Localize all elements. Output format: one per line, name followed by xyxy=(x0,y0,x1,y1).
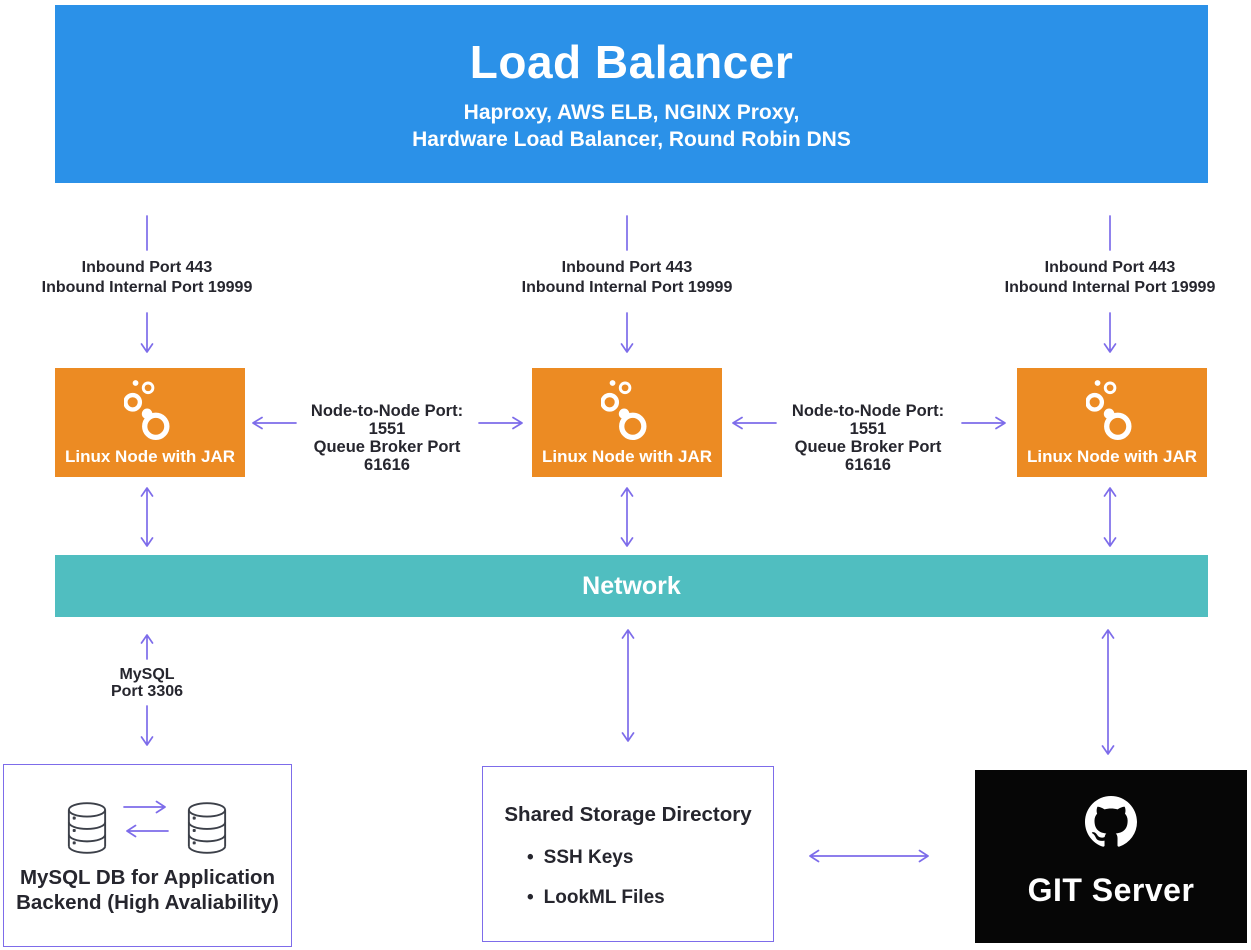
looker-icon xyxy=(601,380,647,441)
inbound-line2: Inbound Internal Port 19999 xyxy=(521,279,733,296)
linux-node-box-3: Linux Node with JAR xyxy=(1017,368,1207,477)
mysql-db-line1: MySQL DB for Application xyxy=(19,866,276,889)
inbound-line1: Inbound Port 443 xyxy=(81,259,213,276)
shared-storage-title: Shared Storage Directory xyxy=(504,803,752,826)
node-link-label-1: Node-to-Node Port: 1551 Queue Broker Por… xyxy=(292,402,482,474)
node-link-label-2: Node-to-Node Port: 1551 Queue Broker Por… xyxy=(773,402,963,474)
mysql-db-line2: Backend (High Avaliability) xyxy=(16,891,279,914)
looker-icon xyxy=(1086,380,1132,441)
bullet-icon: • xyxy=(527,887,534,908)
looker-icon xyxy=(124,380,170,441)
node-link-line2: Queue Broker Port 61616 xyxy=(313,438,461,474)
arrow-network-git xyxy=(1101,629,1115,755)
arrow-node2-network xyxy=(620,487,634,547)
network-label: Network xyxy=(582,571,681,600)
linux-node-label: Linux Node with JAR xyxy=(65,447,235,466)
arrow-network-storage xyxy=(621,629,635,742)
inbound-line1: Inbound Port 443 xyxy=(1044,259,1176,276)
mysql-port-label: MySQL Port 3306 xyxy=(67,666,227,700)
inbound-line2: Inbound Internal Port 19999 xyxy=(1004,279,1216,296)
node-link-line1: Node-to-Node Port: 1551 xyxy=(310,402,464,438)
mysql-port-line2: Port 3306 xyxy=(110,683,184,700)
linux-node-box-1: Linux Node with JAR xyxy=(55,368,245,477)
shared-storage-box: Shared Storage Directory • SSH Keys • Lo… xyxy=(482,766,774,942)
mysql-db-label: MySQL DB for Application Backend (High A… xyxy=(4,865,291,915)
load-balancer-subtitle-line2: Hardware Load Balancer, Round Robin DNS xyxy=(412,128,851,151)
arrow-node2-link-left xyxy=(732,416,777,430)
linux-node-label: Linux Node with JAR xyxy=(542,447,712,466)
inbound-ports-label-3: Inbound Port 443 Inbound Internal Port 1… xyxy=(990,258,1230,298)
bullet-icon: • xyxy=(527,847,534,868)
mysql-port-line1: MySQL xyxy=(119,666,175,683)
database-icon xyxy=(67,802,107,854)
storage-item-label: SSH Keys xyxy=(543,847,634,868)
arrow-node3-link-right xyxy=(961,416,1006,430)
load-balancer-subtitle-line1: Haproxy, AWS ELB, NGINX Proxy, xyxy=(463,101,800,124)
arrow-node1-network xyxy=(140,487,154,547)
inbound-ports-label-2: Inbound Port 443 Inbound Internal Port 1… xyxy=(507,258,747,298)
node-link-line2: Queue Broker Port 61616 xyxy=(794,438,942,474)
git-server-box: GIT Server xyxy=(975,770,1247,943)
inbound-line1: Inbound Port 443 xyxy=(561,259,693,276)
database-icon xyxy=(187,802,227,854)
storage-item-label: LookML Files xyxy=(543,887,665,908)
arrow-node2-link-right xyxy=(478,416,523,430)
load-balancer-title: Load Balancer xyxy=(469,36,794,88)
linux-node-label: Linux Node with JAR xyxy=(1027,447,1197,466)
load-balancer-box: Load Balancer Haproxy, AWS ELB, NGINX Pr… xyxy=(55,5,1208,183)
arrow-storage-git xyxy=(809,849,929,863)
network-bar: Network xyxy=(55,555,1208,617)
storage-item-ssh-keys: • SSH Keys xyxy=(527,847,633,869)
node-link-line1: Node-to-Node Port: 1551 xyxy=(791,402,945,438)
git-server-label: GIT Server xyxy=(1027,872,1195,908)
arrow-node1-link-left xyxy=(252,416,297,430)
inbound-line2: Inbound Internal Port 19999 xyxy=(41,279,253,296)
arrow-node3-network xyxy=(1103,487,1117,547)
linux-node-box-2: Linux Node with JAR xyxy=(532,368,722,477)
github-icon xyxy=(1085,796,1137,847)
inbound-ports-label-1: Inbound Port 443 Inbound Internal Port 1… xyxy=(27,258,267,298)
storage-item-lookml-files: • LookML Files xyxy=(527,887,665,909)
mysql-db-box: MySQL DB for Application Backend (High A… xyxy=(3,764,292,947)
